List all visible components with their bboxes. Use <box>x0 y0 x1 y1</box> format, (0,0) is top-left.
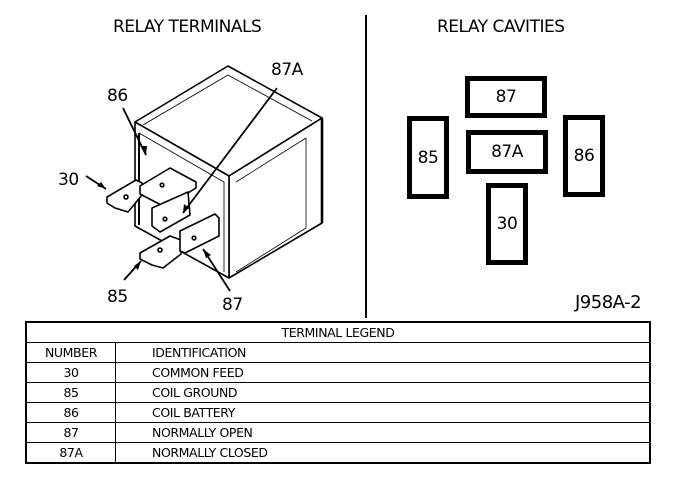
row-number: 87A <box>25 442 116 464</box>
row-number: 30 <box>25 362 116 383</box>
callout-30: 30 <box>58 170 79 190</box>
row-number: 86 <box>25 402 116 423</box>
cavity-87: 87 <box>465 76 547 118</box>
row-number: 85 <box>25 382 116 403</box>
row-identification: NORMALLY OPEN <box>115 422 651 443</box>
table-row: 30 COMMON FEED <box>25 362 651 383</box>
legend-header-row: NUMBER IDENTIFICATION <box>25 342 651 363</box>
cavity-85-label: 85 <box>417 147 439 168</box>
cavity-87-label: 87 <box>495 87 517 107</box>
legend-title: TERMINAL LEGEND <box>25 321 651 343</box>
cavity-86-label: 86 <box>573 146 595 166</box>
callout-86: 86 <box>107 86 128 106</box>
cavity-30: 30 <box>486 183 528 265</box>
relay-cavities-title: RELAY CAVITIES <box>437 17 565 37</box>
callout-87: 87 <box>222 295 243 315</box>
cavity-85: 85 <box>407 116 449 199</box>
cavity-87a-label: 87A <box>491 142 523 162</box>
table-row: 86 COIL BATTERY <box>25 402 651 423</box>
relay-terminals-title: RELAY TERMINALS <box>113 17 262 37</box>
table-row: 87 NORMALLY OPEN <box>25 422 651 443</box>
header-number: NUMBER <box>25 342 116 363</box>
row-identification: COIL GROUND <box>115 382 651 403</box>
header-identification: IDENTIFICATION <box>115 342 651 363</box>
terminal-87A <box>151 191 191 233</box>
relay-drawing <box>85 65 324 292</box>
cavity-30-label: 30 <box>496 214 518 234</box>
row-identification: NORMALLY CLOSED <box>115 442 651 464</box>
cavity-86: 86 <box>563 115 605 197</box>
terminal-legend-table: TERMINAL LEGEND NUMBER IDENTIFICATION 30… <box>25 321 651 464</box>
callout-85: 85 <box>107 287 128 307</box>
row-identification: COMMON FEED <box>115 362 651 383</box>
row-identification: COIL BATTERY <box>115 402 651 423</box>
callout-87a: 87A <box>271 60 303 80</box>
terminal-87 <box>179 213 220 254</box>
terminal-86 <box>139 167 197 208</box>
table-row: 87A NORMALLY CLOSED <box>25 442 651 464</box>
figure-id: J958A-2 <box>575 292 642 313</box>
cavity-87a: 87A <box>466 130 548 174</box>
row-number: 87 <box>25 422 116 443</box>
table-row: 85 COIL GROUND <box>25 382 651 403</box>
legend-title-row: TERMINAL LEGEND <box>25 321 651 343</box>
panel-divider <box>365 15 367 318</box>
